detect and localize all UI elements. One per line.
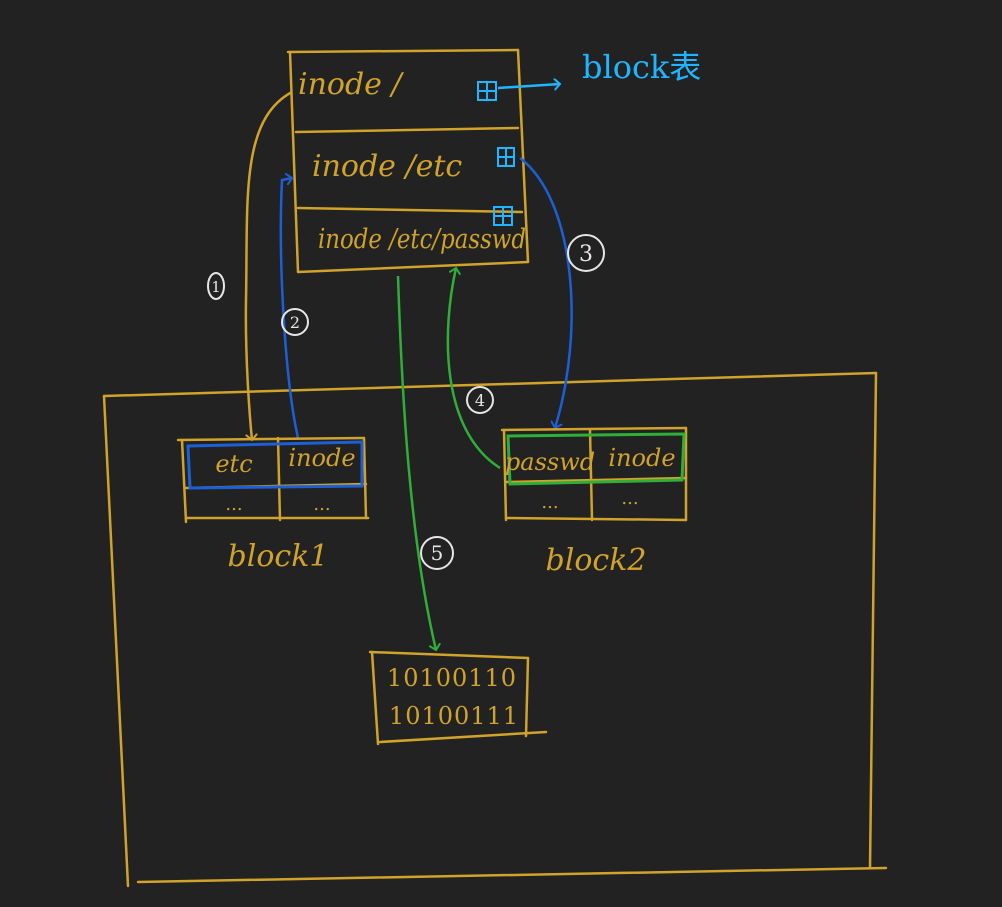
block1-table: etc inode ... ... block1 xyxy=(176,436,370,574)
step-marker-4 xyxy=(466,386,494,414)
data-block-line-2: 10100111 xyxy=(389,702,519,730)
step-markers: 1 2 3 4 5 xyxy=(207,234,605,570)
block2-header-highlight xyxy=(506,432,686,486)
step-marker-2-label: 2 xyxy=(290,313,300,332)
block2-header-passwd: passwd xyxy=(505,448,595,476)
block1-name: block1 xyxy=(228,539,329,574)
step-marker-1 xyxy=(207,272,225,300)
step-2-arrow xyxy=(279,178,300,439)
block2-header-inode: inode xyxy=(608,444,675,472)
table-icon xyxy=(497,147,515,167)
step-marker-3-label: 3 xyxy=(579,242,593,267)
data-block: 10100110 10100111 xyxy=(368,650,548,746)
step-marker-3 xyxy=(567,234,605,272)
block1-header-etc: etc xyxy=(215,450,252,478)
block-table-arrow xyxy=(497,84,560,88)
step-marker-1-label: 1 xyxy=(211,278,221,296)
block2-cell-ellipsis: ... xyxy=(541,492,558,513)
step-1-arrow xyxy=(244,90,293,440)
step-marker-4-label: 4 xyxy=(475,391,485,410)
step-3-arrow xyxy=(519,157,573,428)
block-area-frame xyxy=(102,371,888,888)
block2-table: passwd inode ... ... block2 xyxy=(500,426,688,578)
step-4-arrow xyxy=(446,268,501,470)
inode-row-passwd-label: inode /etc/passwd xyxy=(318,224,526,255)
table-icon xyxy=(477,81,497,101)
inode-row-etc-label: inode /etc xyxy=(312,149,462,184)
step-5-arrow xyxy=(396,275,436,650)
data-block-line-1: 10100110 xyxy=(387,664,517,692)
block1-header-highlight xyxy=(186,440,364,490)
block-table-label: block表 xyxy=(582,48,701,86)
step-marker-5 xyxy=(420,536,454,570)
block2-cell-ellipsis: ... xyxy=(621,488,638,509)
step-marker-5-label: 5 xyxy=(431,541,444,565)
block1-cell-ellipsis: ... xyxy=(313,494,330,515)
table-icon xyxy=(493,206,513,226)
inode-table: inode / inode /etc inode /etc/passwd blo… xyxy=(286,48,701,274)
block2-name: block2 xyxy=(546,543,647,578)
inode-row-root-label: inode / xyxy=(298,67,404,102)
block1-header-inode: inode xyxy=(288,444,355,472)
step-marker-2 xyxy=(281,308,309,336)
block1-cell-ellipsis: ... xyxy=(225,494,242,515)
